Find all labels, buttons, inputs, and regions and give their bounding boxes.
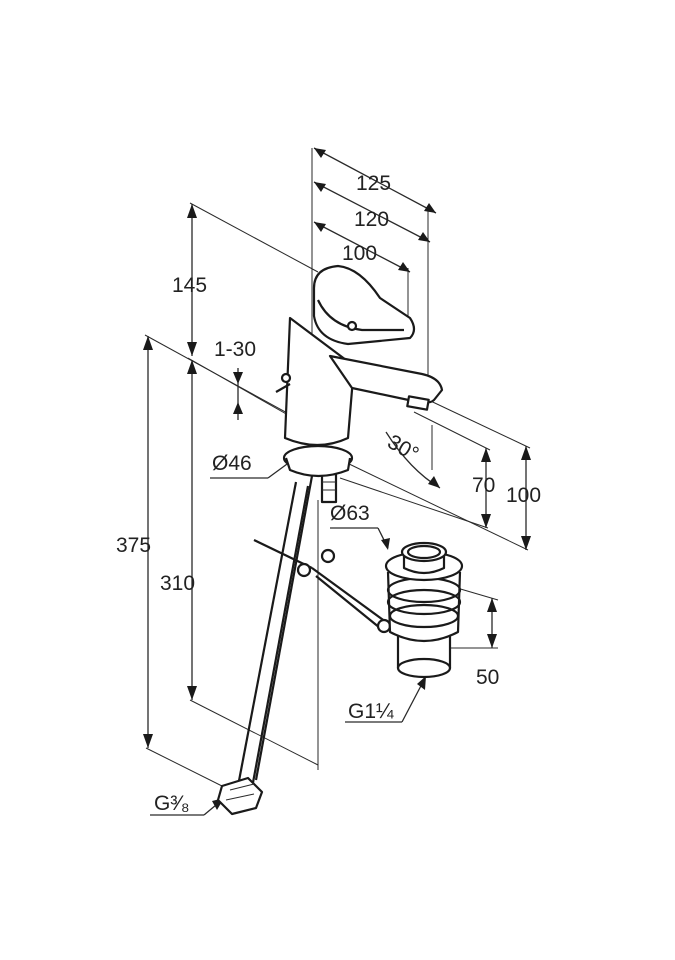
dim-50: 50 <box>476 666 499 689</box>
faucet-body <box>216 264 444 816</box>
dim-145: 145 <box>172 274 207 297</box>
dim-100-top: 100 <box>342 242 377 265</box>
dim-125: 125 <box>356 172 391 195</box>
waste-valve <box>384 541 464 679</box>
dim-1-30: 1-30 <box>214 338 256 361</box>
dim-diameter-46: Ø46 <box>212 452 252 475</box>
thread-g3-8: G³⁄₈ <box>154 792 190 815</box>
dim-310: 310 <box>160 572 195 595</box>
dim-100-right: 100 <box>506 484 541 507</box>
dim-375: 375 <box>116 534 151 557</box>
dim-70: 70 <box>472 474 495 497</box>
dim-diameter-63: Ø63 <box>330 502 370 525</box>
dimension-labels: 125 120 100 145 1-30 Ø46 375 310 30° 70 … <box>116 172 541 815</box>
thread-g1-1-4: G1¼ <box>348 700 394 723</box>
dim-120: 120 <box>354 208 389 231</box>
dim-angle-30: 30° <box>384 430 423 466</box>
